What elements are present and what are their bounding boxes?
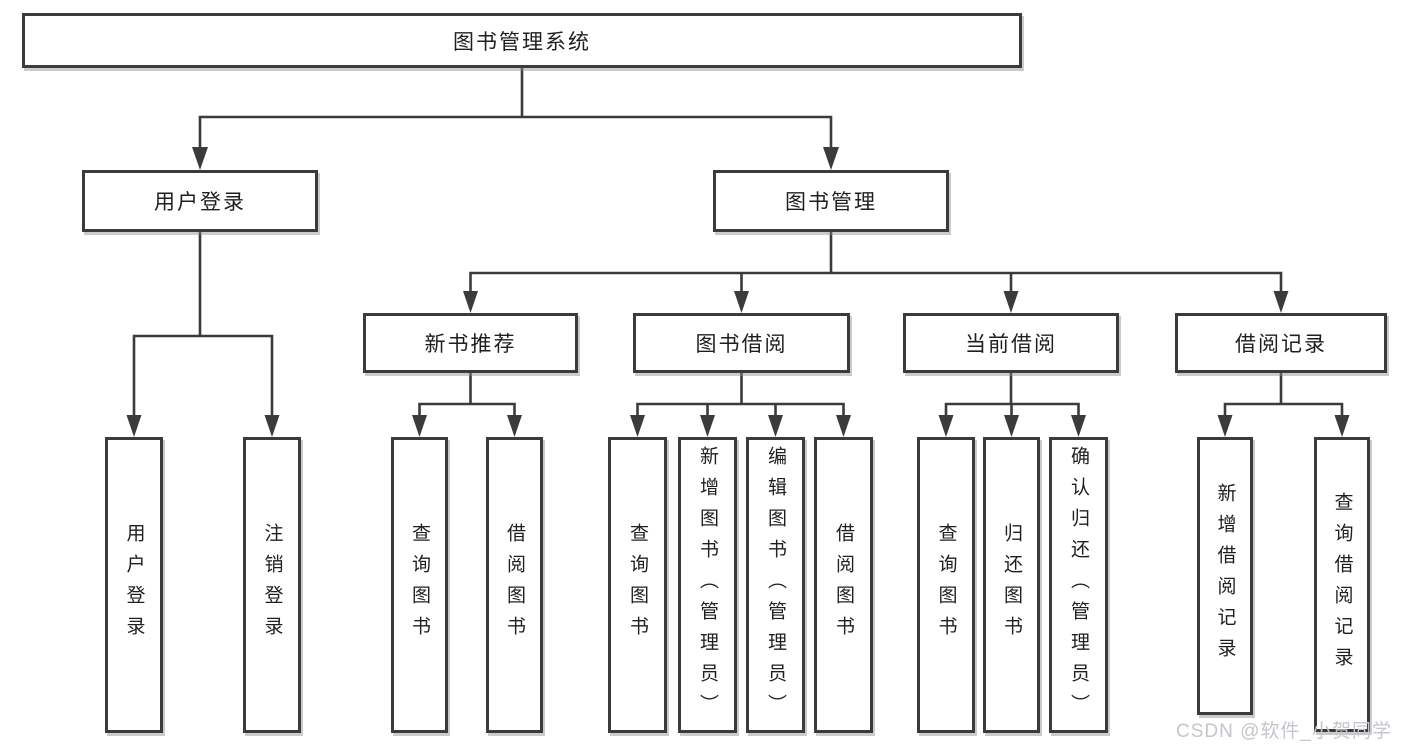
leaf-label: 编辑图书（管理员）: [765, 445, 786, 725]
node-label: 用户登录: [154, 191, 246, 214]
connector-records-to-leaves: [1223, 373, 1344, 419]
arrowhead: [700, 415, 715, 437]
leaf-borrow-book: 借阅图书: [814, 437, 873, 733]
leaf-label: 用户登录: [123, 523, 145, 647]
leaf-query-book-current: 查询图书: [917, 437, 975, 733]
leaf-label: 新增借阅记录: [1214, 483, 1236, 669]
node-label: 当前借阅: [965, 333, 1057, 356]
arrowhead: [1217, 415, 1233, 437]
arrowhead: [836, 415, 851, 437]
node-current-borrow: 当前借阅: [903, 313, 1119, 373]
connector-current-to-leaves: [944, 373, 1080, 419]
leaf-label: 归还图书: [1001, 523, 1022, 647]
node-label: 图书借阅: [695, 333, 788, 356]
arrowhead: [507, 415, 522, 437]
node-book-borrow: 图书借阅: [633, 313, 850, 373]
arrowhead: [768, 415, 783, 437]
leaf-label: 注销登录: [261, 523, 283, 647]
arrowhead: [1334, 415, 1350, 437]
node-new-book-recommend: 新书推荐: [363, 313, 578, 373]
arrowhead: [1071, 415, 1086, 437]
leaf-confirm-return-admin: 确认归还（管理员）: [1049, 437, 1108, 733]
node-book-management: 图书管理: [713, 170, 949, 232]
arrowhead: [630, 415, 645, 437]
arrowhead: [938, 415, 954, 437]
leaf-label: 查询借阅记录: [1331, 491, 1353, 678]
arrowhead: [126, 415, 142, 437]
leaf-logout-login: 注销登录: [243, 437, 301, 733]
leaf-query-borrow-record: 查询借阅记录: [1314, 437, 1370, 732]
leaf-label: 查询图书: [409, 523, 430, 647]
leaf-borrow-book-recommend: 借阅图书: [486, 437, 543, 733]
arrowhead: [1273, 291, 1289, 313]
arrowhead: [734, 291, 749, 313]
arrowhead: [192, 147, 208, 170]
connector-root-to-level2: [198, 68, 833, 150]
node-library-system: 图书管理系统: [22, 13, 1022, 68]
node-user-login: 用户登录: [82, 170, 318, 232]
arrowhead: [264, 415, 280, 437]
arrowhead: [1003, 291, 1019, 313]
arrowhead: [823, 147, 839, 170]
leaf-edit-book-admin: 编辑图书（管理员）: [746, 437, 805, 733]
node-label: 图书管理: [785, 191, 877, 214]
leaf-label: 借阅图书: [504, 523, 525, 647]
leaf-user-login: 用户登录: [105, 437, 163, 733]
leaf-label: 查询图书: [935, 523, 957, 647]
leaf-label: 新增图书（管理员）: [697, 445, 718, 725]
arrowhead: [412, 415, 427, 437]
connector-bookmgmt-to-level3: [469, 232, 1283, 293]
connector-borrow-to-leaves: [636, 373, 845, 419]
node-borrow-records: 借阅记录: [1175, 313, 1387, 373]
connector-newbook-to-leaves: [418, 373, 516, 419]
node-label: 图书管理系统: [453, 30, 591, 54]
leaf-query-book-recommend: 查询图书: [391, 437, 448, 733]
leaf-label: 查询图书: [627, 523, 648, 647]
arrowhead: [1004, 415, 1019, 437]
arrowhead: [463, 291, 478, 313]
leaf-label: 借阅图书: [833, 523, 854, 647]
node-label: 借阅记录: [1235, 333, 1327, 356]
leaf-label: 确认归还（管理员）: [1068, 445, 1089, 725]
leaf-add-book-admin: 新增图书（管理员）: [678, 437, 737, 733]
leaf-add-borrow-record: 新增借阅记录: [1197, 437, 1253, 715]
leaf-return-book: 归还图书: [983, 437, 1040, 733]
csdn-watermark: CSDN @软件_小贺同学: [1176, 721, 1392, 742]
connector-userlogin-to-leaves: [132, 232, 274, 419]
node-label: 新书推荐: [424, 333, 517, 356]
leaf-query-book-borrow: 查询图书: [608, 437, 667, 733]
